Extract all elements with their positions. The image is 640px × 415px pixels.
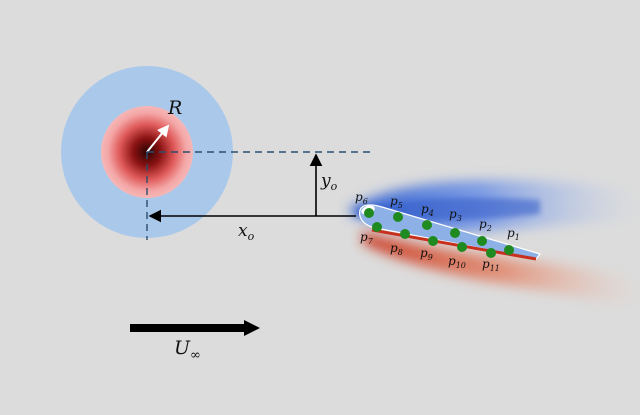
sensor-p10	[457, 242, 467, 252]
y-offset-label: yo	[320, 171, 338, 193]
sensor-label-p2: p2	[479, 217, 492, 233]
lower-wake	[362, 232, 640, 306]
sensor-p7	[372, 222, 382, 232]
sensor-p1	[504, 245, 514, 255]
sensor-label-p9: p9	[420, 246, 433, 262]
sensor-label-p7: p7	[360, 230, 374, 246]
sensor-labels: p6 p5 p4 p3 p2 p1 p7 p8 p9 p10 p11	[355, 190, 520, 273]
sensor-p8	[400, 229, 410, 239]
sensor-label-p5: p5	[390, 194, 403, 210]
sensor-label-p11: p11	[482, 257, 500, 273]
sensor-p9	[428, 236, 438, 246]
sensor-p3	[450, 228, 460, 238]
sensor-label-p8: p8	[390, 241, 403, 257]
sensor-p2	[477, 236, 487, 246]
sensor-p5	[393, 212, 403, 222]
offset-arrows: xo yo	[148, 153, 356, 243]
sensor-label-p6: p6	[355, 190, 368, 206]
reference-lines	[146, 151, 372, 240]
sensor-p6	[364, 208, 374, 218]
x-offset-label: xo	[238, 221, 255, 243]
airfoil-body	[359, 204, 542, 260]
freestream-label: U∞	[174, 337, 201, 363]
sensor-label-p4: p4	[421, 202, 434, 218]
sensor-p4	[422, 220, 432, 230]
sensor-label-p10: p10	[448, 254, 466, 270]
freestream-arrow-head	[244, 320, 260, 336]
pressure-sensors	[364, 208, 514, 258]
sensor-label-p3: p3	[449, 207, 462, 223]
radius-label: R	[167, 97, 182, 119]
radius-arrow	[146, 124, 170, 153]
sensor-label-p1: p1	[507, 226, 520, 242]
freestream: U∞	[130, 320, 260, 363]
sensor-p11	[486, 248, 496, 258]
